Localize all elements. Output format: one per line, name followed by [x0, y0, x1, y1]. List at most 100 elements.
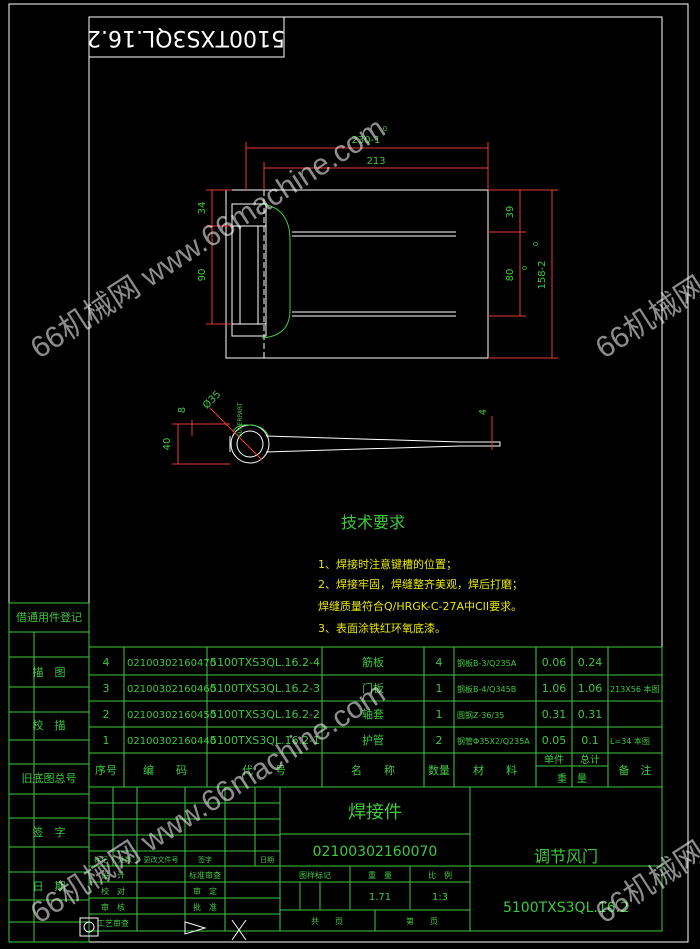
bom-row-4-no: 4 — [103, 656, 110, 669]
bom-header: 序号 编 码 代 号 名 称 数量 材 料 单件 总计 重 量 备 注 — [95, 753, 652, 785]
bom-row-3-total: 1.06 — [578, 682, 603, 695]
bom-row-1-remark: L=34 本图 — [610, 736, 650, 746]
part-name: 焊接件 — [348, 802, 402, 823]
bom-row-1-total: 0.1 — [581, 734, 599, 747]
inner-border — [88, 16, 663, 932]
bom-header-drawing: 代 号 — [242, 764, 286, 777]
side-label-old-no: 旧底图总号 — [22, 771, 77, 785]
bom-row-2-no: 2 — [103, 708, 110, 721]
bom-row-4-material: 钢板B-3/Q235A — [457, 658, 517, 668]
bom-row-2-code: 02100302160450 — [127, 710, 216, 721]
tech-item-1: 1、焊接时注意键槽的位置； — [318, 557, 457, 571]
side-label-sign: 签 字 — [33, 825, 66, 839]
bom-row-1-drawing: 5100TXS3QL.16.2-1 — [210, 734, 320, 747]
tech-item-3: 焊缝质量符合Q/HRGK-C-27A中CII要求。 — [318, 599, 522, 613]
bom-row-1-material: 钢管Φ35X2/Q235A — [457, 736, 530, 746]
bom-row-4-qty: 4 — [436, 656, 443, 669]
bom-row-3-drawing: 5100TXS3QL.16.2-3 — [210, 682, 320, 695]
side-label-register: 借通用件登记 — [16, 610, 82, 624]
dim-right-mid-tol: 0 — [521, 266, 529, 270]
bom-row-2-name: 轴套 — [362, 707, 384, 721]
bom-row-3-name: 门板 — [362, 681, 384, 695]
dim-right-mid: 80 — [505, 269, 516, 282]
dim-overall-length: 230-1 — [351, 135, 380, 146]
dim-left-height: 90 — [197, 269, 208, 282]
bom-header-qty: 数量 — [428, 764, 450, 777]
dim-overall-length-tol: 0 — [383, 125, 387, 133]
sign-finalize: 审 定 — [193, 886, 217, 896]
projection-symbol — [79, 917, 247, 941]
sign-approve: 批 准 — [193, 902, 217, 912]
bom-row-1-unit: 0.05 — [542, 734, 567, 747]
front-view: 230-1 0 213 34 90 39 80 0 158-2 0 — [197, 125, 558, 359]
bom-row-3-code: 02100302160460 — [127, 684, 216, 695]
rev-header-mark: 标记 — [94, 855, 108, 864]
side-label-date: 日 期 — [33, 880, 66, 893]
bom-row-3-material: 钢板B-4/Q345B — [457, 684, 516, 694]
side-view: 40 8 Ø35 SUPERPART 4 — [162, 388, 501, 465]
bom-row-2-unit: 0.31 — [542, 708, 567, 721]
dim-right-top: 39 — [505, 206, 516, 219]
sign-std-check: 标准审查 — [189, 870, 221, 880]
bom-row-3-unit: 1.06 — [542, 682, 567, 695]
product-name: 调节风门 — [534, 847, 598, 866]
bom-header-weight: 重 量 — [557, 772, 587, 785]
bom-header-remark: 备 注 — [619, 763, 652, 777]
weight-value: 1.71 — [369, 892, 391, 903]
top-drawing-code: 5100TXS3QL.16.2 — [87, 25, 285, 50]
stage-label: 图样标记 — [299, 870, 331, 880]
bom-row-4-name: 筋板 — [362, 655, 384, 669]
rev-header-sign: 签字 — [198, 855, 212, 864]
dim-side-height: 40 — [162, 438, 173, 451]
bom-row-1-code: 02100302160440 — [127, 736, 216, 747]
bom-row-3-no: 3 — [103, 682, 110, 695]
bom-row-2-total: 0.31 — [578, 708, 603, 721]
bom-header-code: 编 码 — [143, 763, 187, 777]
tech-requirements: 技术要求 1、焊接时注意键槽的位置； 2、焊接牢固，焊缝整齐美观，焊后打磨； 焊… — [318, 513, 523, 635]
bom-row-3-qty: 1 — [436, 682, 443, 695]
bom-header-name: 名 称 — [351, 763, 395, 777]
dim-overall-height-tol: 0 — [532, 242, 540, 246]
scale-value: 1:3 — [432, 892, 448, 903]
bom-row-3-remark: 213X56 本图 — [610, 684, 659, 694]
bom-row-4-drawing: 5100TXS3QL.16.2-4 — [210, 656, 320, 669]
bom-row-2-drawing: 5100TXS3QL.16.2-2 — [210, 708, 320, 721]
bom-row-4-code: 02100302160470 — [127, 658, 216, 669]
dim-overall-height: 158-2 — [537, 260, 548, 289]
page-label: 第 页 — [406, 916, 438, 926]
drawing-number: 5100TXS3QL.16.2 — [503, 900, 629, 916]
title-block: 焊接件 02100302160070 调节风门 5100TXS3QL.16.2 … — [94, 802, 629, 928]
weight-label: 重 量 — [368, 870, 392, 880]
scale-label: 比 例 — [428, 870, 452, 880]
bom-row-4-unit: 0.06 — [542, 656, 567, 669]
sheets-label: 共 页 — [311, 917, 343, 926]
side-label-check: 校 描 — [33, 718, 66, 732]
bom-row-4-total: 0.24 — [578, 656, 603, 669]
title-block-grid — [88, 786, 663, 932]
dim-side-thickness: 4 — [478, 409, 489, 415]
bom-row-1-qty: 2 — [436, 734, 443, 747]
dim-inner-length: 213 — [366, 156, 385, 167]
outer-border — [8, 3, 689, 943]
sign-proof: 校 对 — [101, 886, 125, 896]
bom-header-material: 材 料 — [473, 763, 517, 777]
rev-header-date: 日期 — [260, 856, 274, 864]
bom-grid — [88, 646, 663, 788]
tech-title: 技术要求 — [341, 513, 405, 532]
dim-left-top: 34 — [197, 202, 208, 215]
tech-item-2: 2、焊接牢固，焊缝整齐美观，焊后打磨； — [318, 577, 523, 591]
bom-header-no: 序号 — [95, 763, 117, 777]
sign-review: 审 核 — [101, 902, 125, 912]
rev-header-file: 更改文件号 — [144, 855, 179, 864]
dim-side-diameter: Ø35 — [200, 388, 223, 411]
bom-row-1-no: 1 — [103, 734, 110, 747]
bom-row-2-material: 圆钢Z-36/35 — [457, 710, 504, 720]
top-code-box: 5100TXS3QL.16.2 — [87, 16, 285, 58]
sign-process: 工艺审查 — [97, 918, 129, 928]
bom-header-unit: 单件 — [544, 754, 564, 766]
bom-row-2-qty: 1 — [436, 708, 443, 721]
side-view-note: SUPERPART — [237, 402, 244, 437]
